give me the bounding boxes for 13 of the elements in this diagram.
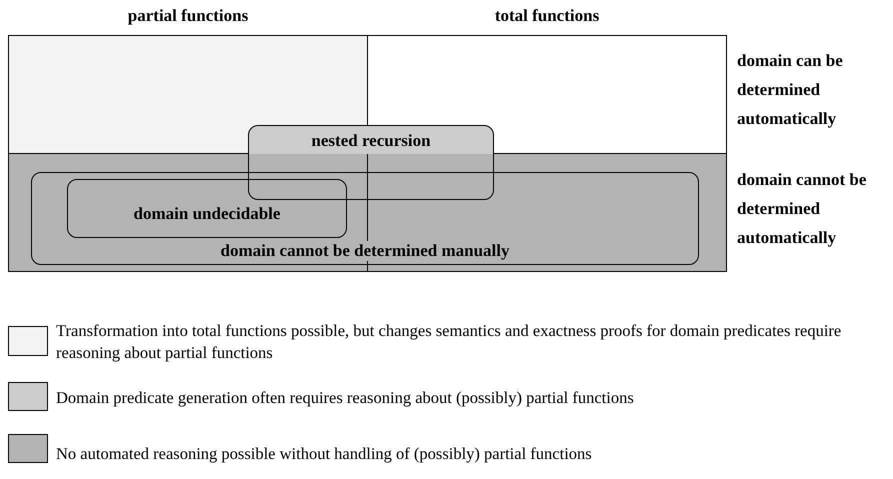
legend-text: No automated reasoning possible without handling of (possibly) partial functions xyxy=(56,443,593,465)
column-heading: total functions xyxy=(494,6,600,26)
row-heading: domain cannot be determined automatically xyxy=(737,169,867,249)
rounded-region xyxy=(248,125,494,200)
legend-text: Domain predicate generation often requires reasoning about (possibly) partial functions xyxy=(56,387,635,409)
rounded-region xyxy=(67,179,347,238)
rounded-region xyxy=(31,172,699,265)
legend-text: Transformation into total functions possible, but changes semantics and exactness proofs for domain predicates require reasoning about partial functions xyxy=(56,320,842,364)
row-heading: domain can be determined automatically xyxy=(737,50,844,130)
column-heading: partial functions xyxy=(126,6,250,26)
undetermined-band xyxy=(8,153,727,272)
region-label: domain undecidable xyxy=(132,204,282,224)
region-label: domain cannot be determined manually xyxy=(218,241,512,261)
